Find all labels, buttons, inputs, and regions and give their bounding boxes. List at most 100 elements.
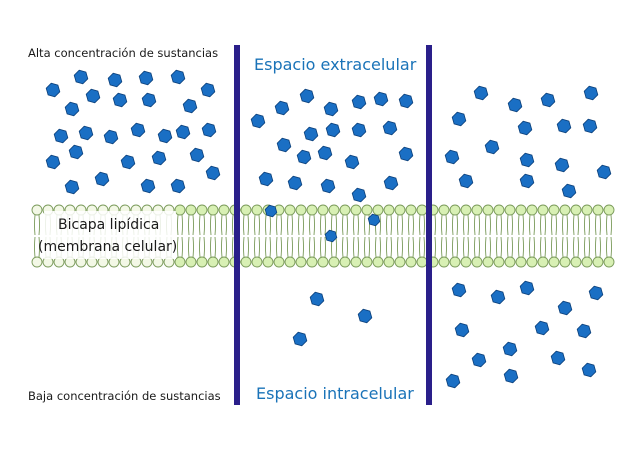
lipid-molecule <box>306 204 318 236</box>
lipid-molecule <box>559 236 571 268</box>
molecule-hexagon <box>367 213 381 227</box>
molecule-hexagon <box>309 291 325 307</box>
lipid-molecule <box>416 236 428 268</box>
lipid-molecule <box>570 204 582 236</box>
divider-left <box>234 45 240 405</box>
lipid-molecule <box>383 204 395 236</box>
lipid-molecule <box>284 204 296 236</box>
molecule-hexagon <box>583 85 599 101</box>
molecule-hexagon <box>519 173 535 189</box>
molecule-hexagon <box>85 88 101 104</box>
lipid-molecule <box>592 236 604 268</box>
lipid-molecule <box>548 236 560 268</box>
molecule-hexagon <box>351 94 367 110</box>
lipid-molecule <box>515 204 527 236</box>
lipid-molecule <box>185 204 197 236</box>
molecule-hexagon <box>576 323 592 339</box>
molecule-hexagon <box>303 126 319 142</box>
lipid-molecule <box>438 236 450 268</box>
lipid-molecule <box>482 236 494 268</box>
lipid-molecule <box>603 236 615 268</box>
molecule-hexagon <box>182 98 198 114</box>
molecule-hexagon <box>250 113 266 129</box>
molecule-hexagon <box>170 69 186 85</box>
molecule-hexagon <box>201 122 217 138</box>
lipid-molecule <box>603 204 615 236</box>
lipid-molecule <box>295 204 307 236</box>
lipid-molecule <box>317 236 329 268</box>
lipid-molecule <box>251 204 263 236</box>
molecule-hexagon <box>157 128 173 144</box>
molecule-hexagon <box>296 149 312 165</box>
lipid-molecule <box>383 236 395 268</box>
molecule-hexagon <box>258 171 274 187</box>
bilayer-label-line1: Bicapa lipídica <box>58 217 159 233</box>
lipid-molecule <box>31 204 43 236</box>
molecule-hexagon <box>554 157 570 173</box>
molecule-hexagon <box>103 129 119 145</box>
molecule-hexagon <box>45 82 61 98</box>
lipid-molecule <box>361 204 373 236</box>
lipid-molecule <box>438 204 450 236</box>
molecule-hexagon <box>189 147 205 163</box>
lipid-molecule <box>207 204 219 236</box>
lipid-molecule <box>482 204 494 236</box>
molecule-hexagon <box>519 152 535 168</box>
lipid-molecule <box>394 236 406 268</box>
lipid-molecule <box>515 236 527 268</box>
molecule-hexagon <box>357 308 373 324</box>
lipid-molecule <box>493 236 505 268</box>
lipid-molecule <box>592 204 604 236</box>
molecule-hexagon <box>490 289 506 305</box>
molecule-hexagon <box>517 120 533 136</box>
molecule-hexagon <box>451 282 467 298</box>
lipid-molecule <box>240 204 252 236</box>
molecule-hexagon <box>68 144 84 160</box>
lipid-molecule <box>196 236 208 268</box>
molecule-hexagon <box>398 146 414 162</box>
molecule-hexagon <box>138 70 154 86</box>
lipid-molecule <box>361 236 373 268</box>
lipid-molecule <box>262 236 274 268</box>
molecule-hexagon <box>175 124 191 140</box>
molecule-hexagon <box>324 229 338 243</box>
high-concentration-label: Alta concentración de sustancias <box>28 46 218 60</box>
lipid-molecule <box>559 204 571 236</box>
lipid-molecule <box>339 236 351 268</box>
lipid-molecule <box>174 236 186 268</box>
molecule-hexagon <box>200 82 216 98</box>
molecule-hexagon <box>473 85 489 101</box>
lipid-molecule <box>504 204 516 236</box>
molecule-hexagon <box>264 204 278 218</box>
molecule-hexagon <box>320 178 336 194</box>
molecule-hexagon <box>64 179 80 195</box>
molecule-hexagon <box>141 92 157 108</box>
lipid-molecule <box>218 236 230 268</box>
lipid-molecule <box>471 236 483 268</box>
lipid-molecule <box>174 204 186 236</box>
molecule-hexagon <box>382 120 398 136</box>
molecule-hexagon <box>299 88 315 104</box>
lipid-molecule <box>240 236 252 268</box>
molecule-hexagon <box>351 122 367 138</box>
lipid-molecule <box>548 204 560 236</box>
molecule-hexagon <box>274 100 290 116</box>
molecule-hexagon <box>205 165 221 181</box>
lipid-molecule <box>416 204 428 236</box>
lipid-molecule <box>460 236 472 268</box>
lipid-molecule <box>526 204 538 236</box>
molecule-hexagon <box>451 111 467 127</box>
lipid-molecule <box>449 204 461 236</box>
molecule-hexagon <box>507 97 523 113</box>
molecule-hexagon <box>107 72 123 88</box>
lipid-molecule <box>537 204 549 236</box>
molecule-hexagon <box>112 92 128 108</box>
molecule-hexagon <box>534 320 550 336</box>
molecule-hexagon <box>503 368 519 384</box>
divider-right <box>426 45 432 405</box>
molecule-hexagon <box>519 280 535 296</box>
lipid-molecule <box>372 236 384 268</box>
molecule-hexagon <box>582 118 598 134</box>
molecule-hexagon <box>540 92 556 108</box>
lipid-molecule <box>350 204 362 236</box>
